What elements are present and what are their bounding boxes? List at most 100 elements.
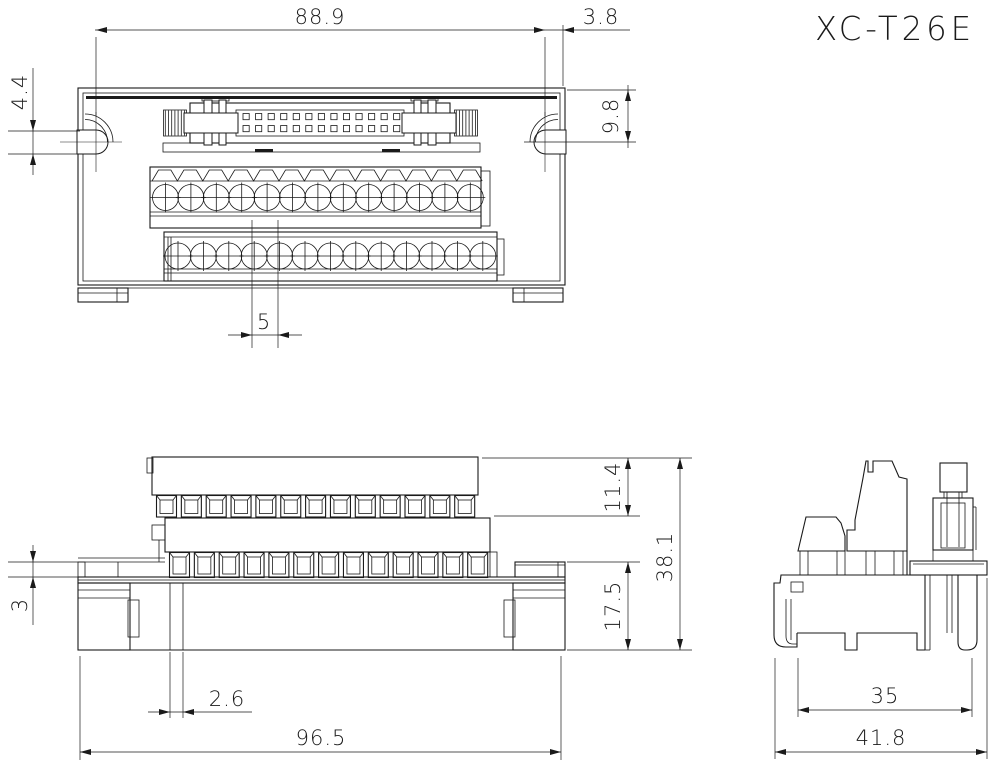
terminal-slot-inner	[258, 499, 273, 514]
dim-text-hole-to-edge: 3.8	[583, 5, 619, 29]
slot-bevel-left	[417, 552, 422, 558]
slot-bevel-left	[156, 495, 161, 501]
arrow-down	[677, 639, 683, 650]
terminal-slot-opening	[205, 494, 227, 518]
terminal-slot-inner	[445, 556, 460, 575]
terminal-slot-inner	[184, 499, 199, 514]
slot-bevel-right	[197, 495, 202, 501]
connector-pins	[164, 110, 476, 136]
arrow-up	[625, 458, 631, 469]
top-view-right-foot	[512, 287, 564, 303]
slot-bevel-right	[247, 495, 252, 501]
connector-pin	[242, 125, 250, 133]
terminal-slot-inner	[308, 499, 323, 514]
wire-entry-zigzag	[151, 169, 483, 182]
terminal-slot-inner	[159, 499, 174, 514]
arrow-down	[625, 639, 631, 650]
side-view	[773, 460, 988, 651]
slot-bevel-left	[230, 495, 235, 501]
connector-pin	[380, 113, 388, 121]
connector-pin	[355, 113, 363, 121]
terminal-slot-opening	[429, 494, 451, 518]
side-base-bottom	[797, 632, 925, 651]
connector-pin	[267, 113, 275, 121]
slot-bevel-right	[296, 495, 302, 501]
lower-terminal-strip	[163, 231, 505, 282]
connector-pin	[393, 113, 401, 121]
slot-bevel-right	[459, 552, 464, 558]
dim-text-slot-width: 4.4	[8, 74, 32, 110]
terminal-slot-inner	[271, 556, 286, 575]
terminal-slot-opening	[305, 494, 327, 518]
terminal-slot-inner	[432, 499, 447, 514]
front-right-ledge	[514, 561, 566, 578]
side-connector-body	[932, 497, 974, 551]
upper-strip-right-bracket	[480, 170, 491, 227]
dim-text-top-edge-to-hole: 9.8	[599, 98, 623, 134]
slot-bevel-left	[343, 552, 348, 558]
terminal-slot-inner	[358, 499, 373, 514]
arrow-left	[183, 709, 194, 715]
left-ejector-arm	[183, 112, 239, 134]
connector-pin	[267, 125, 275, 133]
terminal-slot-inner	[234, 499, 248, 514]
upper-terminal-strip	[149, 166, 491, 229]
slot-bevel-left	[318, 552, 323, 558]
slot-bevel-left	[305, 495, 310, 501]
right-ejector-arm	[401, 112, 457, 134]
slot-bevel-left	[367, 552, 373, 558]
side-leg-1	[799, 550, 809, 576]
front-tier1-left-tab	[146, 457, 154, 474]
connector-pin	[368, 113, 376, 121]
connector-pin	[317, 125, 325, 133]
slot-bevel-right	[359, 552, 364, 558]
front-tier1-block	[151, 456, 479, 496]
side-tier1-profile	[846, 460, 908, 552]
front-right-foot	[512, 582, 566, 651]
top-view-outer-body	[77, 87, 566, 286]
terminal-slot-inner	[222, 556, 237, 575]
connector-pin	[380, 125, 388, 133]
slot-bevel-right	[346, 495, 351, 501]
terminal-slot-inner	[209, 499, 224, 514]
dimension-96-5: 96.5	[79, 656, 562, 760]
slot-bevel-right	[470, 495, 476, 501]
terminal-slot-opening	[404, 494, 426, 518]
slot-bevel-right	[272, 495, 277, 501]
arrow-left	[278, 332, 289, 338]
arrow-right	[159, 709, 170, 715]
terminal-slot-inner	[396, 556, 411, 575]
connector-pin	[255, 113, 263, 121]
terminal-slot-inner	[172, 556, 187, 575]
slot-bevel-left	[280, 495, 285, 501]
dimension-38-1: 38.1	[653, 458, 683, 650]
terminal-slot-inner	[197, 556, 212, 575]
arrow-right	[976, 749, 987, 755]
side-leg-2	[836, 550, 846, 576]
dim-text-tier-height: 11.4	[601, 462, 625, 513]
right-latch-tab	[410, 96, 439, 102]
arrow-right	[534, 27, 545, 33]
slot-bevel-left	[379, 495, 384, 501]
terminal-slot-opening	[255, 494, 277, 518]
dimension-17-5: 17.5	[567, 561, 692, 651]
slot-bevel-left	[243, 552, 248, 558]
dimension-35: 35	[797, 658, 973, 717]
arrow-left	[563, 27, 574, 33]
connector-foot-left	[255, 149, 273, 152]
dimension-5: 5	[228, 220, 302, 348]
slot-bevel-left	[218, 552, 224, 558]
left-corner-fillet-inner	[84, 119, 108, 143]
slot-bevel-right	[334, 552, 339, 558]
connector-pin	[393, 125, 401, 133]
connector-pin	[355, 125, 363, 133]
part-number-title: XC-T26E	[815, 9, 975, 48]
connector-pin	[280, 125, 288, 133]
connector-pin	[255, 125, 263, 133]
idc-connector	[162, 96, 481, 153]
dimension-88-9: 88.9	[95, 5, 546, 116]
arrow-left	[96, 27, 107, 33]
slot-bevel-left	[429, 495, 434, 501]
